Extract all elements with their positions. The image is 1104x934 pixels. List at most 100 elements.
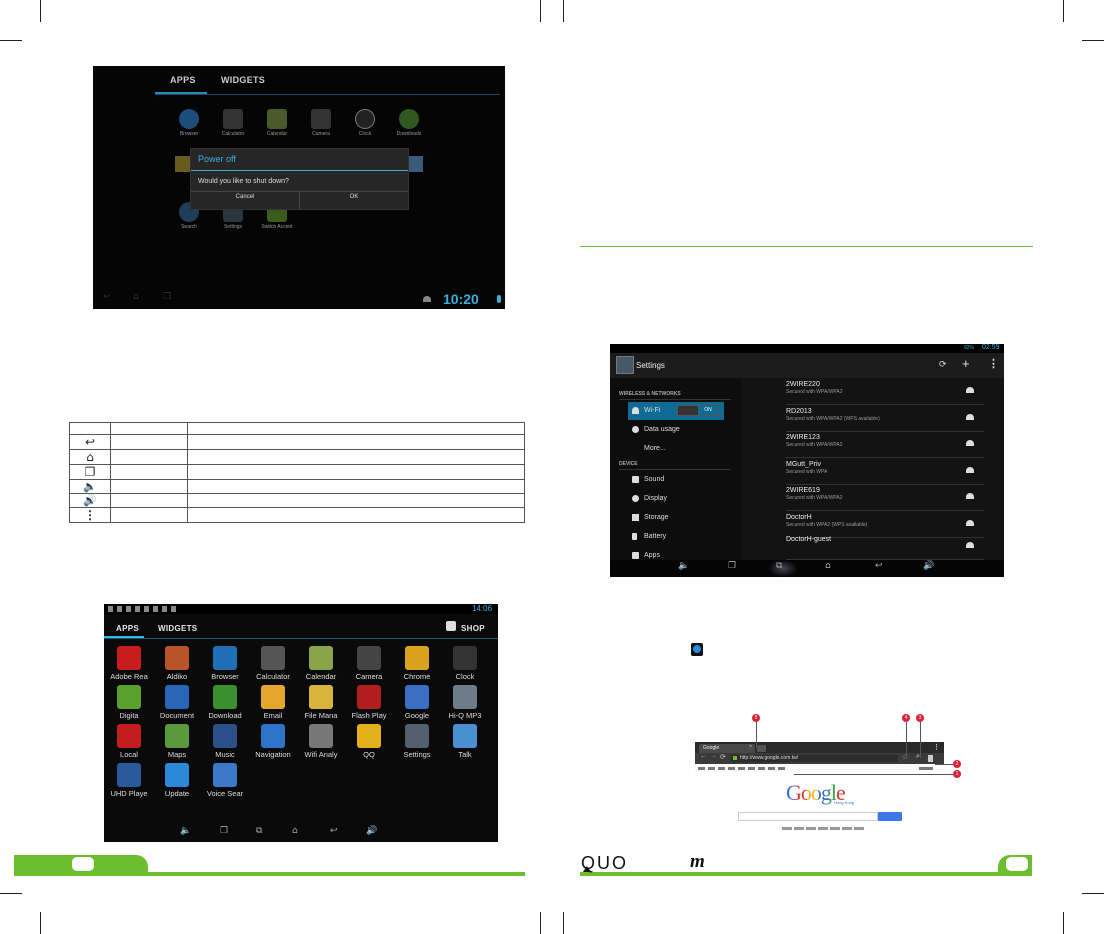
wifi-toggle[interactable]: ON xyxy=(677,405,719,416)
star-icon[interactable]: ☆ xyxy=(902,753,908,761)
close-tab-icon[interactable]: × xyxy=(749,744,752,750)
sync-icon[interactable]: ⟳ xyxy=(939,359,947,369)
dialog-button-divider xyxy=(299,192,300,210)
overflow-menu-icon[interactable]: ⋮ xyxy=(933,744,940,751)
back-button[interactable]: ↩ xyxy=(875,561,883,571)
new-tab-button[interactable] xyxy=(757,745,766,752)
screenshot-button[interactable]: ⧉ xyxy=(256,826,263,836)
camera-icon xyxy=(311,109,331,129)
app-icon[interactable]: Digita xyxy=(104,685,154,720)
app-icon[interactable]: Clock xyxy=(440,646,490,681)
home-button[interactable]: ⌂ xyxy=(292,826,298,836)
app-label: Adobe Rea xyxy=(110,672,148,681)
clock-time: 10:20 xyxy=(443,291,479,307)
overflow-menu-icon[interactable]: ⋮ xyxy=(988,358,999,370)
app-icon[interactable]: Browser xyxy=(200,646,250,681)
add-icon[interactable]: + xyxy=(962,356,970,371)
app-icon[interactable]: Camera xyxy=(301,109,341,137)
app-icon[interactable]: QQ xyxy=(344,724,394,759)
browser-tab[interactable]: Google × xyxy=(699,744,755,753)
app-icon[interactable]: Downloads xyxy=(389,109,429,137)
sidebar-item-apps[interactable]: Apps xyxy=(628,547,724,559)
volume-up-button[interactable]: 🔊 xyxy=(923,561,935,571)
app-icon[interactable]: Update xyxy=(152,763,202,798)
app-icon[interactable]: File Mana xyxy=(296,685,346,720)
tab-apps[interactable]: APPS xyxy=(116,624,139,633)
cancel-button[interactable]: Cancel xyxy=(235,194,255,200)
back-button[interactable]: ↩ xyxy=(330,826,338,836)
recent-apps-button[interactable]: ❐ xyxy=(728,561,737,571)
google-search-button[interactable] xyxy=(878,812,902,821)
app-icon[interactable]: Wifi Analy xyxy=(296,724,346,759)
home-button[interactable]: ⌂ xyxy=(133,292,139,302)
app-icon[interactable]: Chrome xyxy=(392,646,442,681)
volume-down-button[interactable]: 🔈 xyxy=(180,826,192,836)
app-icon[interactable]: Clock xyxy=(345,109,385,137)
crop-mark xyxy=(40,0,41,22)
power-off-screenshot: APPS WIDGETS Browser Calculator Calendar… xyxy=(93,66,505,309)
url-field[interactable]: http://www.google.com.tw/ xyxy=(731,755,898,762)
search-icon[interactable]: ⌕ xyxy=(916,753,920,760)
app-icon[interactable]: Navigation xyxy=(248,724,298,759)
app-icon[interactable]: Voice Sear xyxy=(200,763,250,798)
home-button[interactable]: ⌂ xyxy=(825,561,831,571)
app-label: Talk xyxy=(458,750,472,759)
sidebar-item-storage[interactable]: Storage xyxy=(628,509,724,527)
app-icon[interactable]: Settings xyxy=(392,724,442,759)
app-icon[interactable]: Music xyxy=(200,724,250,759)
recent-apps-button[interactable]: ❐ xyxy=(163,292,172,302)
app-icon[interactable]: Maps xyxy=(152,724,202,759)
shop-icon[interactable] xyxy=(446,621,456,631)
back-button[interactable]: ↩ xyxy=(103,292,111,302)
forward-arrow-icon[interactable]: → xyxy=(710,753,717,760)
app-icon[interactable]: Camera xyxy=(344,646,394,681)
app-icon[interactable]: Browser xyxy=(169,109,209,137)
brand-logo: QUO xyxy=(581,853,629,873)
app-icon[interactable]: Local xyxy=(104,724,154,759)
bookmarks-icon[interactable] xyxy=(928,755,933,762)
app-icon[interactable]: Flash Play xyxy=(344,685,394,720)
app-icon[interactable]: Email xyxy=(248,685,298,720)
volume-down-button[interactable]: 🔈 xyxy=(678,561,690,571)
app-icon[interactable]: Calculator xyxy=(248,646,298,681)
app-icon[interactable]: Calendar xyxy=(257,109,297,137)
wifi-network-row[interactable]: DoctorH-guest xyxy=(786,536,984,560)
app-icon[interactable]: Adobe Rea xyxy=(104,646,154,681)
sidebar-item-data-usage[interactable]: Data usage xyxy=(628,421,724,439)
sidebar-item-display[interactable]: Display xyxy=(628,490,724,508)
ok-button[interactable]: OK xyxy=(349,194,359,200)
volume-up-button[interactable]: 🔊 xyxy=(366,826,378,836)
recent-apps-button[interactable]: ❐ xyxy=(220,826,229,836)
screenshot-button[interactable]: ⧉ xyxy=(776,561,783,571)
app-icon[interactable]: Calculator xyxy=(213,109,253,137)
shop-button[interactable]: SHOP xyxy=(461,624,485,633)
google-logo: Google xyxy=(786,780,846,805)
app-icon[interactable]: Aldiko xyxy=(152,646,202,681)
app-icon[interactable]: Download xyxy=(200,685,250,720)
app-icon[interactable]: Google xyxy=(392,685,442,720)
sidebar-item-wifi[interactable]: Wi-Fi xyxy=(628,402,724,420)
sidebar-item-sound[interactable]: Sound xyxy=(628,471,724,489)
tab-widgets[interactable]: WIDGETS xyxy=(221,75,266,85)
back-arrow-icon[interactable]: ← xyxy=(700,753,707,760)
google-search-input[interactable] xyxy=(738,812,878,821)
app-icon[interactable]: Talk xyxy=(440,724,490,759)
tab-apps[interactable]: APPS xyxy=(170,75,196,85)
sidebar-item-more[interactable]: More... xyxy=(644,445,666,452)
app-icon[interactable]: Document xyxy=(152,685,202,720)
app-icon[interactable]: UHD Playe xyxy=(104,763,154,798)
table-row: ❐ xyxy=(69,464,525,481)
sign-in-link xyxy=(919,767,933,770)
app-graphic-icon xyxy=(405,685,429,709)
app-icon[interactable]: Calendar xyxy=(296,646,346,681)
app-icon[interactable]: Hi-Q MP3 xyxy=(440,685,490,720)
tab-widgets[interactable]: WIDGETS xyxy=(158,624,198,633)
reload-icon[interactable]: ⟳ xyxy=(720,754,726,761)
sidebar-item-battery[interactable]: Battery xyxy=(628,528,724,546)
